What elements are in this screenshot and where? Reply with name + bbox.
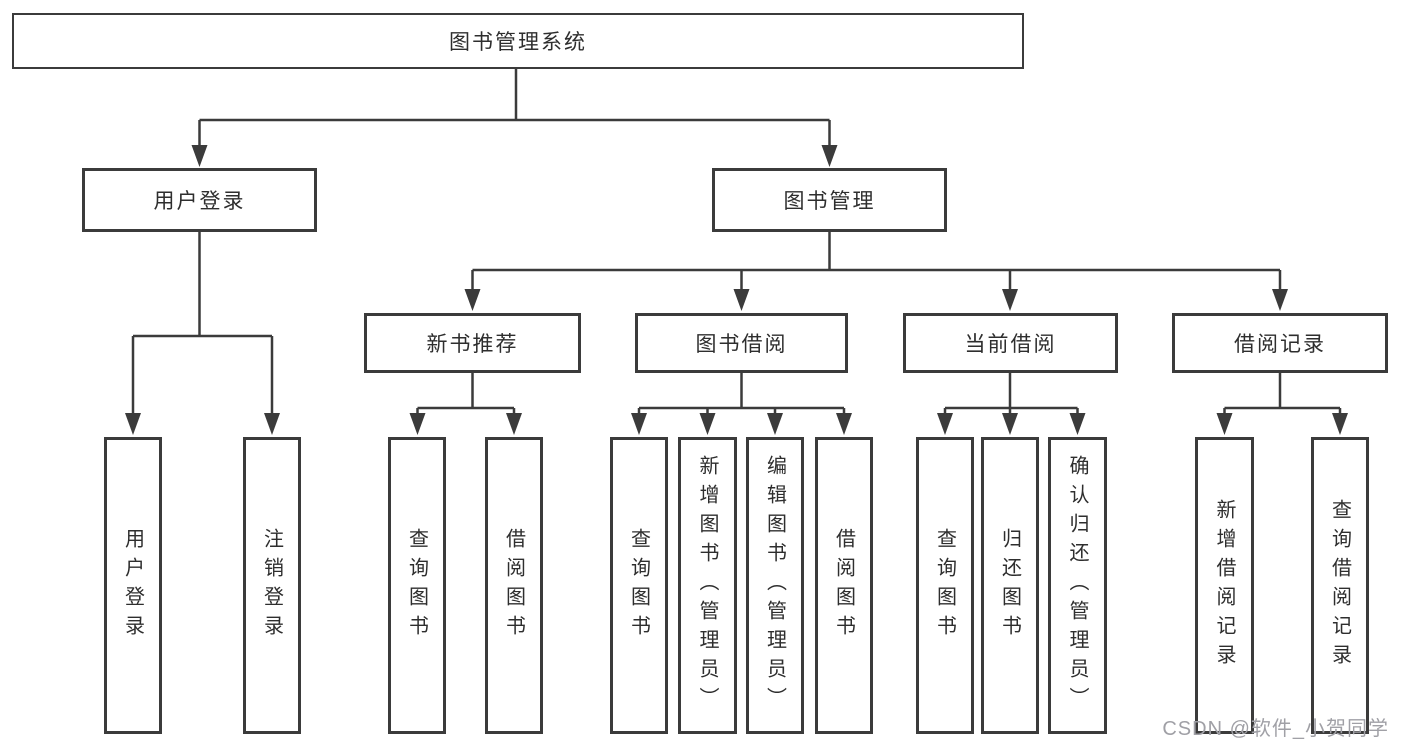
node-label: 查询图书	[627, 527, 650, 644]
node-label: 用户登录	[153, 190, 246, 213]
leaf-borrow-edit-book-admin: 编辑图书（管理员）	[746, 437, 804, 734]
node-label: 借阅图书	[502, 527, 525, 644]
node-label: 新书推荐	[426, 333, 519, 356]
node-new-book-recommend: 新书推荐	[364, 313, 581, 373]
node-label: 用户登录	[121, 527, 144, 644]
csdn-watermark: CSDN @软件_小贺同学	[1162, 718, 1389, 740]
leaf-current-confirm-return-admin: 确认归还（管理员）	[1048, 437, 1107, 734]
node-label: 新增图书（管理员）	[696, 455, 718, 716]
leaf-borrow-borrow-book: 借阅图书	[815, 437, 873, 734]
node-label: 新增借阅记录	[1213, 498, 1235, 673]
node-label: 编辑图书（管理员）	[763, 455, 786, 716]
node-borrow-records: 借阅记录	[1172, 313, 1388, 373]
node-book-management: 图书管理	[712, 168, 947, 232]
node-root: 图书管理系统	[12, 13, 1024, 69]
leaf-user-login: 用户登录	[104, 437, 162, 734]
node-label: 借阅记录	[1234, 333, 1326, 356]
node-label: 图书管理	[783, 190, 876, 213]
node-label: 图书借阅	[695, 333, 788, 356]
node-current-borrow: 当前借阅	[903, 313, 1118, 373]
node-label: 借阅图书	[832, 527, 855, 644]
node-label: 查询图书	[933, 527, 956, 644]
leaf-records-query-record: 查询借阅记录	[1311, 437, 1369, 734]
leaf-borrow-query-book: 查询图书	[610, 437, 668, 734]
node-label: 注销登录	[260, 527, 283, 644]
leaf-logout: 注销登录	[243, 437, 301, 734]
node-label: 当前借阅	[964, 333, 1057, 356]
leaf-current-return-book: 归还图书	[981, 437, 1039, 734]
node-label: 图书管理系统	[449, 31, 587, 54]
leaf-borrow-add-book-admin: 新增图书（管理员）	[678, 437, 737, 734]
node-label: 查询借阅记录	[1328, 498, 1351, 673]
leaf-recommend-query-book: 查询图书	[388, 437, 446, 734]
leaf-current-query-book: 查询图书	[916, 437, 974, 734]
node-label: 归还图书	[998, 527, 1021, 644]
node-label: 查询图书	[405, 527, 428, 644]
node-label: 确认归还（管理员）	[1066, 455, 1088, 716]
node-book-borrow: 图书借阅	[635, 313, 848, 373]
node-user-login: 用户登录	[82, 168, 317, 232]
leaf-records-add-record: 新增借阅记录	[1195, 437, 1254, 734]
leaf-recommend-borrow-book: 借阅图书	[485, 437, 543, 734]
